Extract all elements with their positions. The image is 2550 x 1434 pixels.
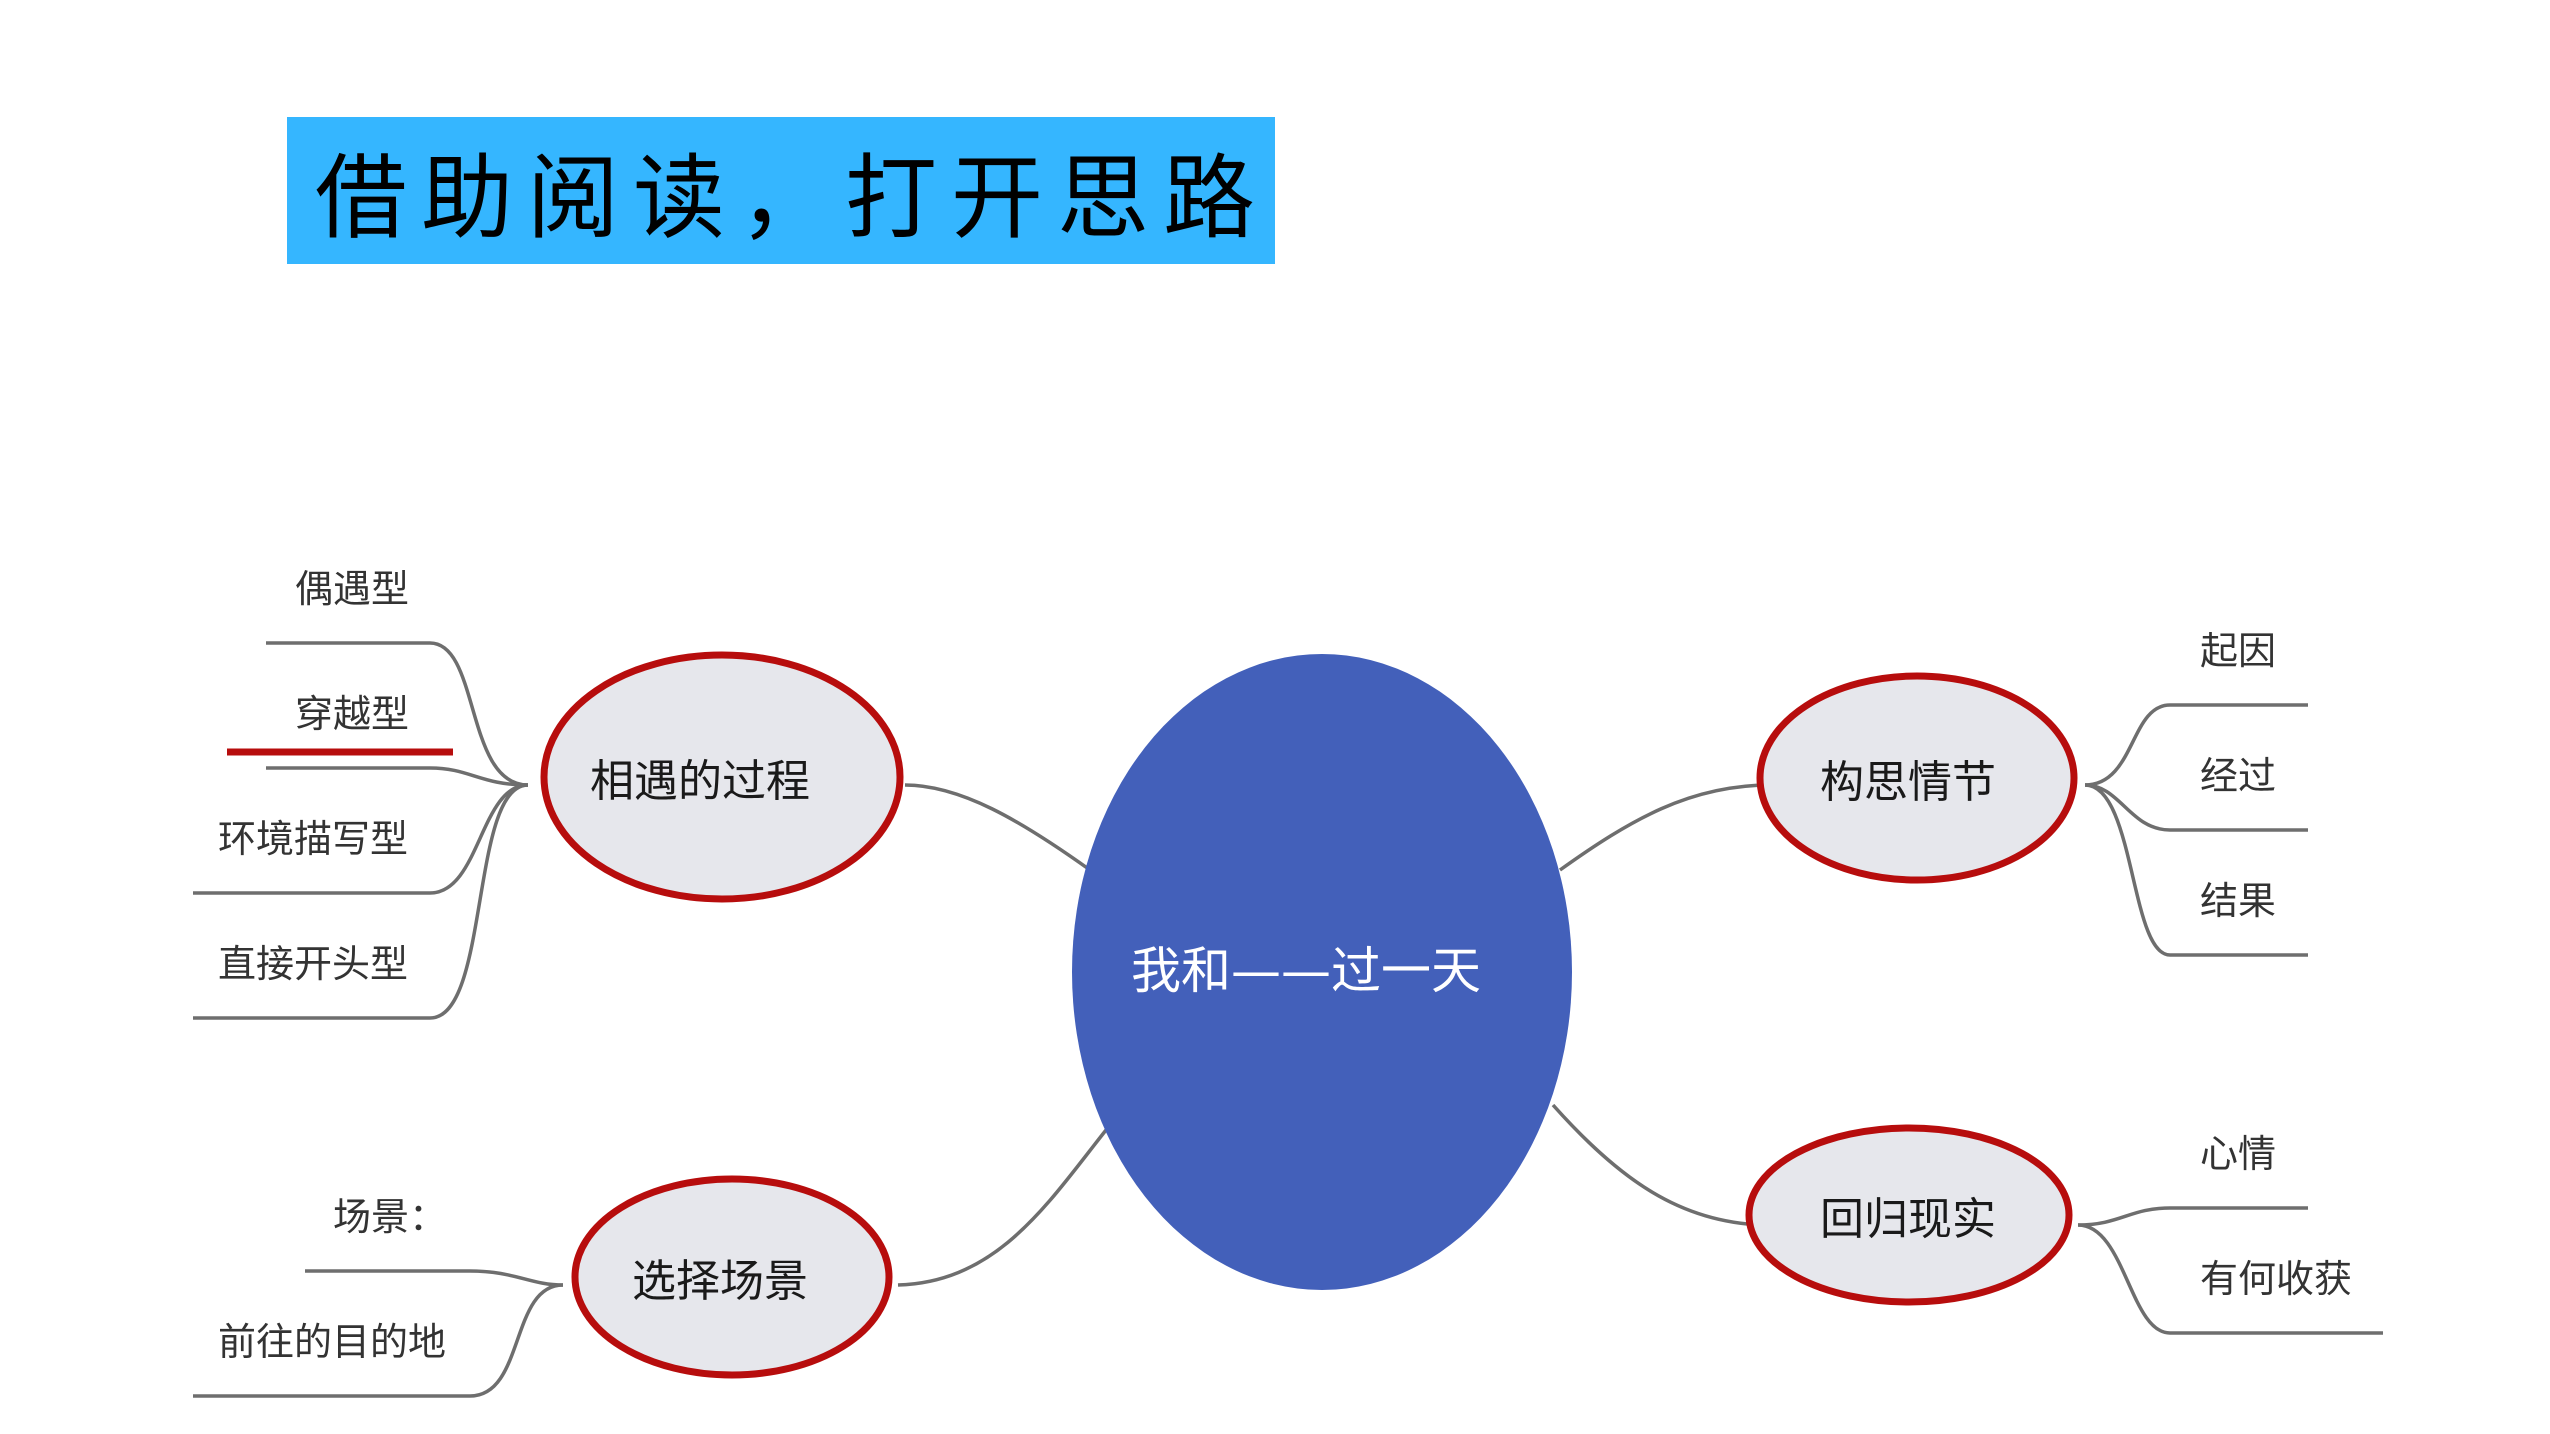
leaf-labels: 偶遇型 穿越型 环境描写型 直接开头型 场景： 前往的目的地 起因 经过 结果 … (218, 567, 2352, 1364)
connectors (193, 641, 2383, 1398)
connector-b3-l0 (2077, 1206, 2308, 1227)
connector-b2-l0 (2084, 703, 2308, 787)
branch-node-1: 选择场景 (571, 1175, 893, 1379)
branch-node-2-ring (1756, 672, 2078, 884)
branch-node-0: 相遇的过程 (540, 651, 904, 903)
leaf-b3-0: 心情 (2200, 1132, 2276, 1176)
branch-label-0: 相遇的过程 (590, 756, 810, 807)
branch-node-0-ring (540, 651, 904, 903)
connector-b3-l1 (2077, 1223, 2383, 1335)
branch-node-2: 构思情节 (1756, 672, 2078, 884)
branch-node-3: 回归现实 (1745, 1124, 2073, 1306)
leaf-b2-2: 结果 (2200, 879, 2276, 923)
page-title: 借助阅读，打开思路 (315, 145, 1270, 252)
connector-b1-l1 (193, 1283, 564, 1398)
branch-label-3: 回归现实 (1820, 1194, 1996, 1245)
leaf-b1-1: 前往的目的地 (218, 1320, 446, 1364)
branch-label-2: 构思情节 (1820, 757, 1996, 808)
connector-b0-l3 (193, 783, 529, 1020)
connector-b0-l1 (266, 766, 529, 787)
connector-b1-l0 (305, 1269, 564, 1287)
connector-b0-l0 (266, 641, 529, 787)
title-banner: 借助阅读，打开思路 (287, 117, 1275, 264)
connector-center-b2 (1558, 783, 1771, 872)
center-node (1072, 654, 1572, 1290)
leaf-b2-1: 经过 (2200, 754, 2276, 798)
branch-node-3-ring (1745, 1124, 2073, 1306)
leaf-b0-3: 直接开头型 (218, 942, 408, 986)
connector-center-b0 (904, 783, 1092, 872)
connector-b0-l2 (193, 783, 529, 895)
connector-b2-l2 (2084, 783, 2308, 957)
leaf-b0-2: 环境描写型 (218, 817, 408, 861)
connector-center-b1 (897, 1123, 1112, 1287)
leaf-b0-0: 偶遇型 (295, 567, 409, 611)
leaf-b1-0: 场景： (333, 1195, 447, 1239)
connector-center-b3 (1551, 1103, 1763, 1227)
branch-label-1: 选择场景 (632, 1256, 808, 1307)
leaf-b3-1: 有何收获 (2200, 1257, 2352, 1301)
leaf-b2-0: 起因 (2200, 629, 2276, 673)
center-label: 我和——过一天 (1131, 942, 1481, 1000)
leaf-b0-1: 穿越型 (295, 692, 409, 736)
branch-node-1-ring (571, 1175, 893, 1379)
